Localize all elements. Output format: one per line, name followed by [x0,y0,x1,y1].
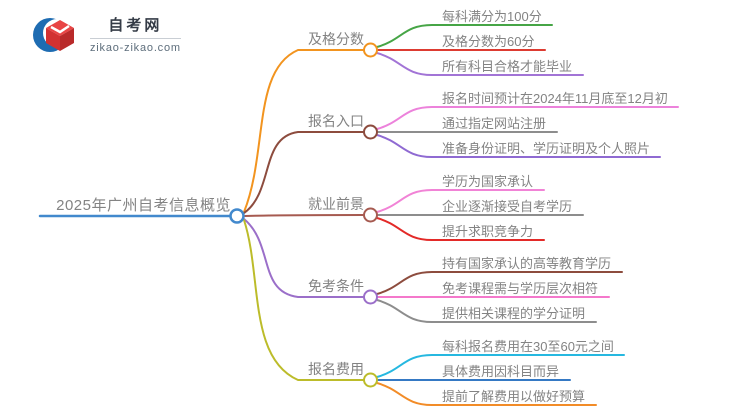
leaf-label[interactable]: 及格分数为60分 [442,34,535,49]
branch-node-circle[interactable] [363,207,378,223]
leaf-line [376,52,584,76]
branch-node-circle[interactable] [363,124,378,140]
logo-text-block: 自考网 zikao-zikao.com [90,14,181,54]
leaf-label[interactable]: 具体费用因科目而异 [442,364,560,379]
branch-node-circle[interactable] [363,42,378,58]
leaf-label[interactable]: 持有国家承认的高等教育学历 [442,256,612,271]
leaf-line [376,217,545,241]
leaf-label[interactable]: 通过指定网站注册 [442,116,547,131]
leaf-line [376,382,597,406]
site-logo[interactable]: 自考网 zikao-zikao.com [30,13,181,55]
logo-cap-right-icon [60,28,74,51]
branch-label-exemption-terms[interactable]: 免考条件 [308,278,364,294]
leaf-line [376,134,661,158]
leaf-line [376,106,679,130]
leaf-label[interactable]: 免考课程需与学历层次相符 [442,281,599,296]
leaf-label[interactable]: 提供相关课程的学分证明 [442,306,586,321]
branch-node-circle[interactable] [363,372,378,388]
leaf-line [376,271,623,295]
leaf-line [376,299,597,323]
logo-cap-left-icon [46,28,60,51]
leaf-line [376,189,545,213]
leaf-label[interactable]: 每科满分为100分 [442,9,542,24]
leaf-label[interactable]: 企业逐渐接受自考学历 [442,199,573,214]
leaf-label[interactable]: 学历为国家承认 [442,174,534,189]
logo-cap-check-icon [50,24,70,34]
branch-label-passing-score[interactable]: 及格分数 [308,31,364,47]
leaf-label[interactable]: 每科报名费用在30至60元之间 [442,339,614,354]
branch-label-registration-fee[interactable]: 报名费用 [308,361,364,377]
logo-domain[interactable]: zikao-zikao.com [90,42,181,54]
branch-line [243,219,364,381]
branch-line [244,214,364,217]
branch-line [243,49,364,213]
root-node-circle[interactable] [229,208,245,224]
leaf-label[interactable]: 提升求职竞争力 [442,224,534,239]
leaf-label[interactable]: 准备身份证明、学历证明及个人照片 [442,141,651,156]
branch-line [243,218,364,298]
branch-line [243,131,364,214]
branch-node-circle[interactable] [363,289,378,305]
leaf-label[interactable]: 报名时间预计在2024年11月底至12月初 [442,91,668,106]
branch-label-registration-entry[interactable]: 报名入口 [308,113,364,129]
root-topic-label[interactable]: 2025年广州自考信息概览 [56,197,231,214]
leaf-line [376,354,625,378]
logo-brand-name[interactable]: 自考网 [90,14,181,39]
branch-label-career-prospects[interactable]: 就业前景 [308,196,364,212]
zikao-logo-icon [33,18,74,52]
leaf-label[interactable]: 所有科目合格才能毕业 [442,59,573,74]
leaf-line [376,24,553,48]
leaf-label[interactable]: 提前了解费用以做好预算 [442,389,586,404]
